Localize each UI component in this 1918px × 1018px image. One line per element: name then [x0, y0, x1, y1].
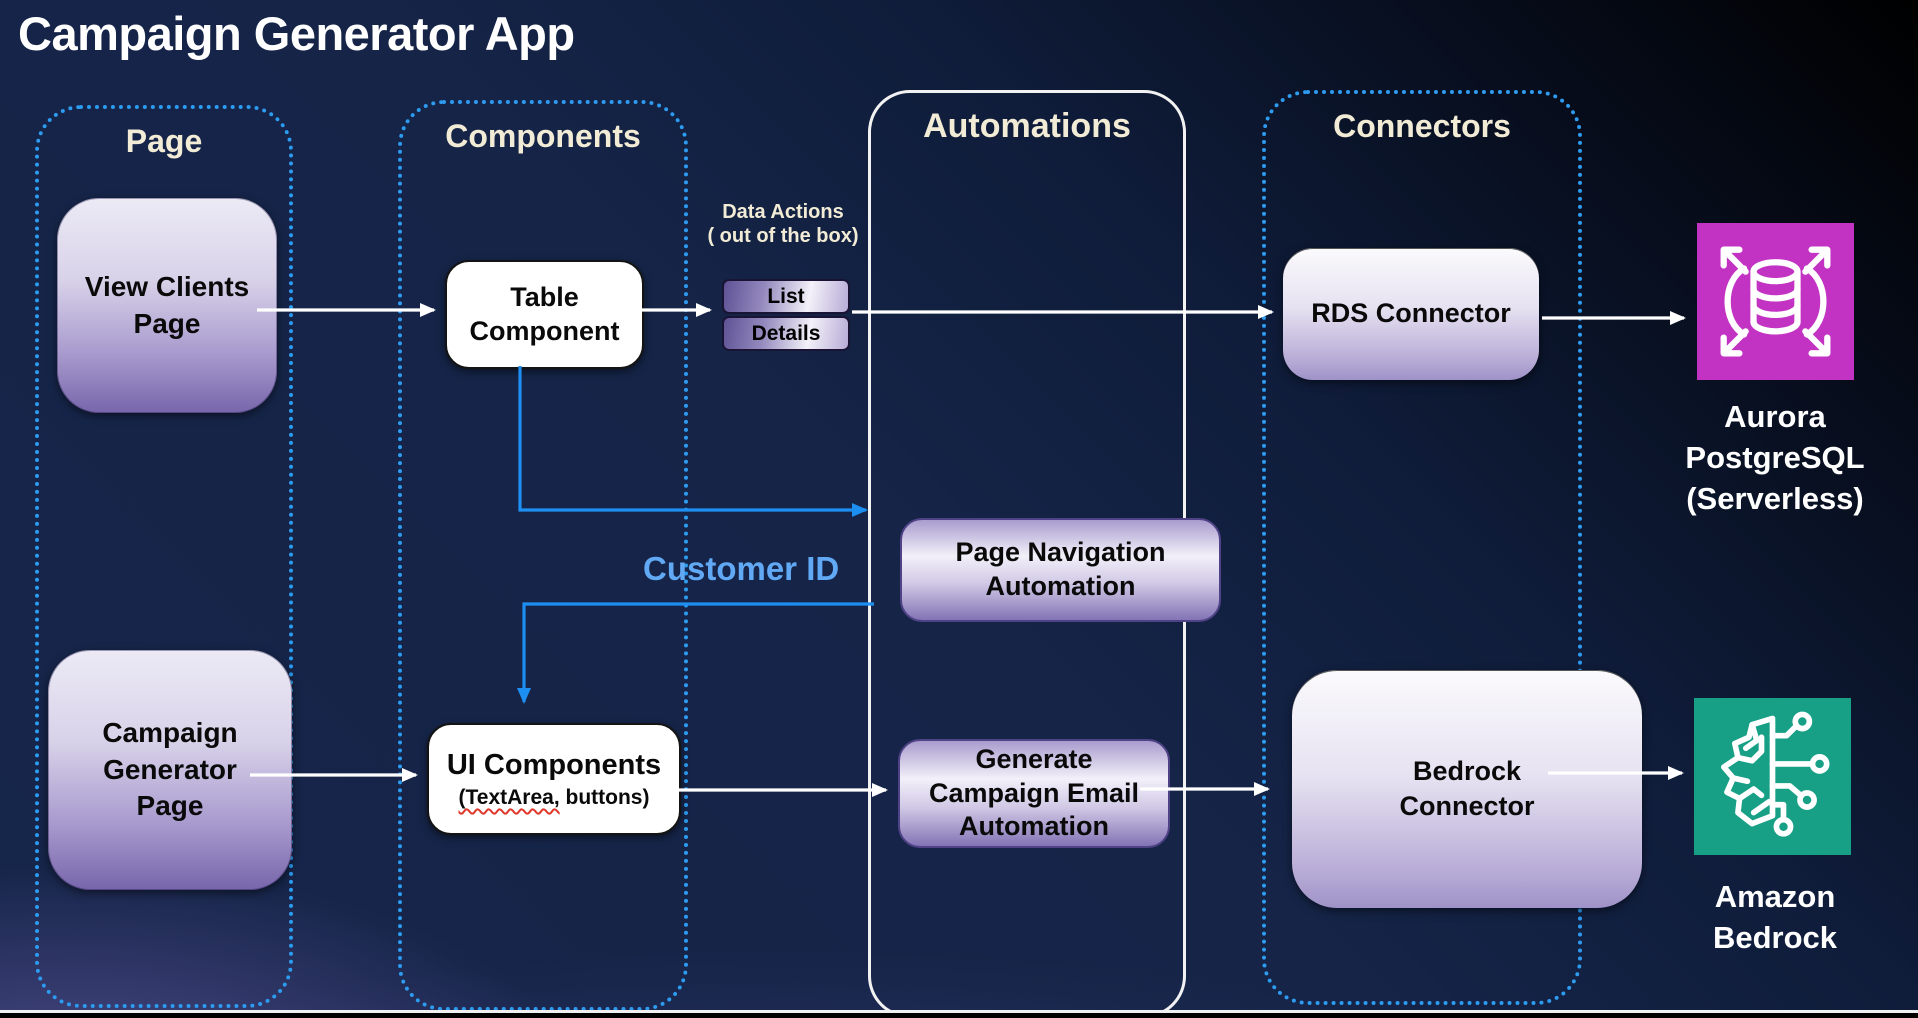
ui-components-text: UI Components (TextArea, buttons): [447, 747, 661, 812]
page-title: Campaign Generator App: [18, 7, 575, 60]
data-actions-title: Data Actions: [722, 201, 844, 223]
aurora-postgresql-label: Aurora PostgreSQL (Serverless): [1685, 399, 1865, 516]
node-page-navigation-automation: Page Navigation Automation: [900, 518, 1221, 622]
action-button-details: Details: [722, 316, 850, 351]
column-header-components: Components: [445, 118, 641, 154]
customer-id-label: Customer ID: [643, 550, 840, 587]
ui-components-sublabel: (TextArea, buttons): [447, 785, 661, 811]
column-header-automations: Automations: [923, 107, 1131, 145]
column-components: Components: [398, 100, 688, 1011]
node-table-component: Table Component: [445, 260, 644, 369]
ui-components-sublabel-flagged: (TextArea,: [458, 786, 560, 809]
node-view-clients-page: View Clients Page: [57, 198, 277, 413]
node-ui-components: UI Components (TextArea, buttons): [427, 723, 681, 835]
node-rds-connector: RDS Connector: [1283, 248, 1539, 380]
aurora-icon-glyph: [1720, 246, 1831, 357]
node-bedrock-connector: Bedrock Connector: [1292, 670, 1642, 908]
ui-components-label: UI Components: [446, 748, 662, 781]
bottom-divider: [0, 1010, 1918, 1013]
column-header-connectors: Connectors: [1333, 108, 1511, 144]
amazon-bedrock-label: Amazon Bedrock: [1712, 879, 1838, 955]
node-generate-campaign-email-automation: Generate Campaign Email Automation: [898, 739, 1170, 848]
node-campaign-generator-page: Campaign Generator Page: [48, 650, 292, 890]
bedrock-icon-glyph: [1721, 711, 1830, 837]
column-connectors: Connectors: [1262, 90, 1582, 1005]
amazon-bedrock-icon: [1694, 698, 1851, 855]
column-page: Page: [35, 105, 293, 1008]
aurora-postgresql-icon: [1697, 223, 1854, 380]
column-header-page: Page: [125, 123, 203, 159]
ui-components-sublabel-rest: buttons): [559, 786, 650, 809]
data-actions-subtitle: ( out of the box): [707, 225, 859, 247]
data-actions-label: Data Actions ( out of the box): [672, 200, 894, 248]
bottom-edge: [0, 1013, 1918, 1018]
action-button-list: List: [722, 279, 850, 314]
